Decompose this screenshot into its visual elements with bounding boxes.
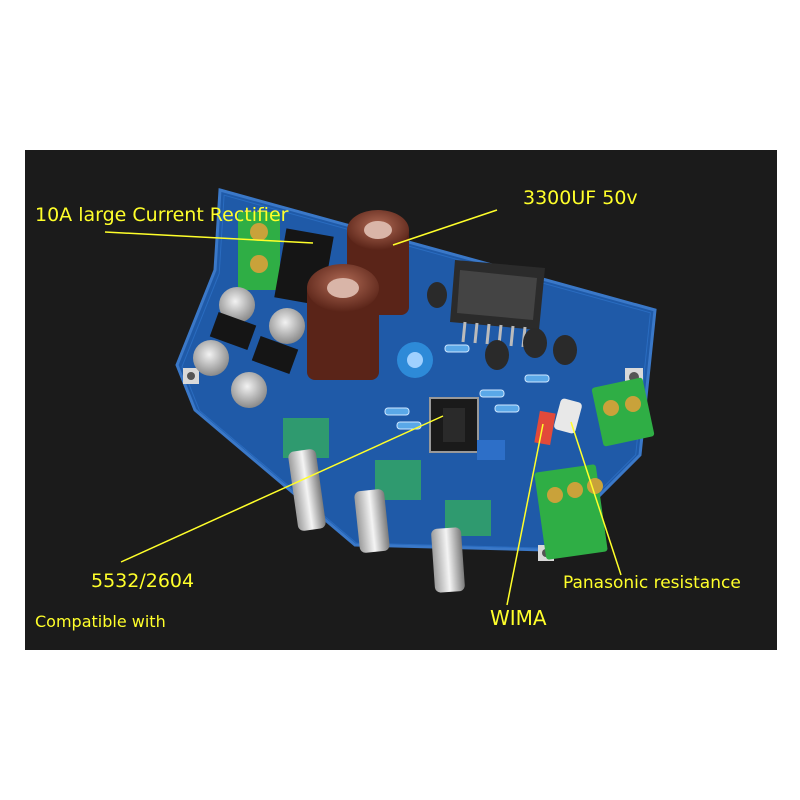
input-terminal-block xyxy=(534,464,608,560)
rectifier-label: 10A large Current Rectifier xyxy=(35,204,289,226)
annotation-pointers xyxy=(104,209,622,606)
small-capacitors-left xyxy=(193,287,305,408)
potentiometer-right xyxy=(431,500,491,593)
product-photo: 10A large Current Rectifier 3300UF 50v 5… xyxy=(25,150,777,650)
panasonic-label: Panasonic resistance xyxy=(563,573,741,593)
potentiometer-left xyxy=(283,418,329,531)
panasonic-resistor xyxy=(554,398,582,434)
capacitor-label: 3300UF 50v xyxy=(523,187,638,209)
compatible-label: Compatible with xyxy=(35,612,166,631)
wima-capacitor xyxy=(534,410,556,446)
speaker-terminal-block xyxy=(591,377,655,447)
filter-capacitor-bottom xyxy=(307,264,379,380)
opamp-socket xyxy=(429,397,479,453)
wima-label: WIMA xyxy=(490,606,547,630)
opamp-label: 5532/2604 xyxy=(91,570,195,592)
power-terminal-block xyxy=(238,212,280,290)
amplifier-board-illustration xyxy=(104,188,657,606)
potentiometer-middle xyxy=(354,460,421,553)
amplifier-ic xyxy=(450,260,545,348)
